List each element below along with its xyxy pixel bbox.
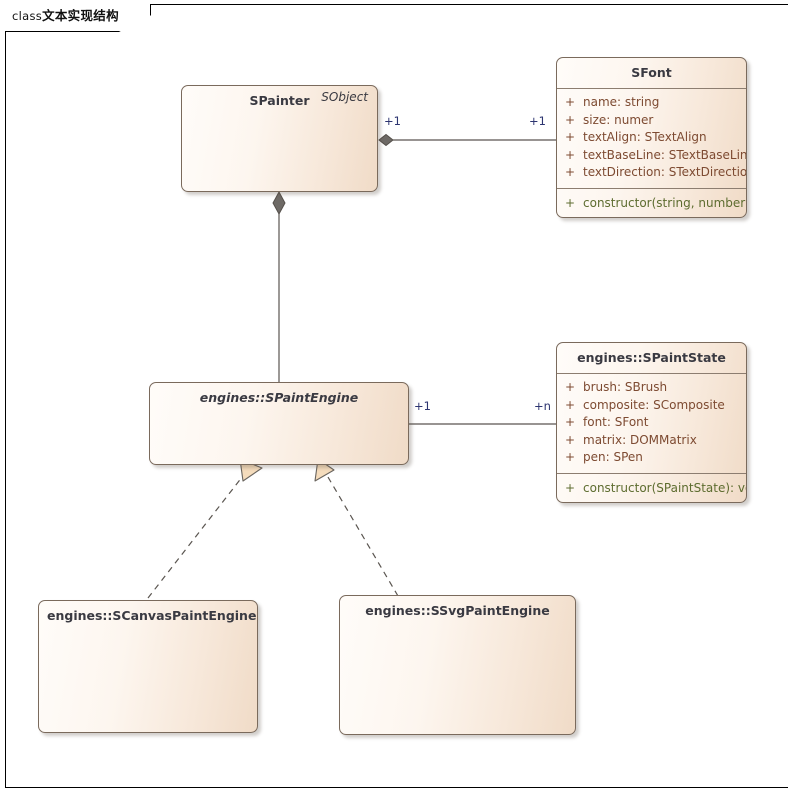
attribute-row: + textAlign: STextAlign: [557, 129, 746, 147]
attribute-label: textDirection: STextDirection: [583, 165, 747, 180]
operation-row: + constructor(SPaintState): void: [557, 479, 746, 499]
class-header-ssvgpaintengine: engines::SSvgPaintEngine: [340, 596, 575, 626]
attribute-label: size: numer: [583, 112, 654, 127]
class-box-sfont[interactable]: SFont + name: string + size: numer + tex…: [556, 57, 747, 218]
attribute-label: brush: SBrush: [583, 380, 668, 394]
multiplicity-painter-font-target: +1: [529, 114, 546, 128]
attribute-label: pen: SPen: [583, 450, 643, 465]
class-name-spainter: SPainter: [249, 93, 310, 108]
attribute-row: + textBaseLine: STextBaseLine: [557, 147, 746, 165]
operation-row: + constructor(string, number): void: [557, 194, 746, 214]
diagram-title: class文本实现结构: [12, 5, 119, 24]
attribute-row: + matrix: DOMMatrix: [557, 432, 746, 450]
class-box-scanvaspaintengine[interactable]: engines::SCanvasPaintEngine: [38, 600, 258, 733]
attribute-row: + pen: SPen: [557, 449, 746, 467]
diagram-title-label: 文本实现结构: [42, 8, 119, 23]
attribute-row: + composite: SComposite: [557, 397, 746, 415]
diagram-frame-title-tab: [5, 4, 151, 32]
visibility-marker: +: [564, 195, 576, 210]
attribute-list-spaintstate: + brush: SBrush + composite: SComposite …: [557, 374, 746, 474]
class-name-sfont: SFont: [631, 65, 672, 80]
class-header-spainter: SObject SPainter: [182, 86, 377, 116]
attribute-label: matrix: DOMMatrix: [583, 432, 697, 447]
class-stereotype-sobject: SObject: [321, 90, 368, 104]
class-box-spaintengine[interactable]: engines::SPaintEngine: [149, 382, 409, 465]
class-box-ssvgpaintengine[interactable]: engines::SSvgPaintEngine: [339, 595, 576, 735]
class-name-scanvaspaintengine: engines::SCanvasPaintEngine: [47, 608, 257, 623]
operation-list-sfont: + constructor(string, number): void: [557, 189, 746, 217]
diagram-title-keyword: class: [12, 9, 43, 23]
visibility-marker: +: [564, 112, 576, 127]
attribute-label: font: SFont: [583, 415, 649, 430]
attribute-row: + size: numer: [557, 112, 746, 130]
class-header-scanvaspaintengine: engines::SCanvasPaintEngine: [39, 601, 257, 631]
multiplicity-painter-font-source: +1: [384, 114, 401, 128]
attribute-row: + textDirection: STextDirection: [557, 164, 746, 182]
attribute-label: name: string: [583, 95, 660, 109]
multiplicity-engine-state-source: +1: [414, 399, 431, 413]
visibility-marker: +: [564, 432, 576, 447]
class-header-sfont: SFont: [557, 58, 746, 89]
visibility-marker: +: [564, 147, 576, 162]
class-name-ssvgpaintengine: engines::SSvgPaintEngine: [365, 603, 550, 618]
diagram-frame: [5, 4, 788, 788]
multiplicity-engine-state-target: +n: [534, 399, 551, 413]
attribute-row: + name: string: [557, 94, 746, 112]
class-header-spaintstate: engines::SPaintState: [557, 343, 746, 374]
operation-label: constructor(string, number): void: [583, 195, 746, 210]
visibility-marker: +: [564, 480, 576, 495]
class-box-spaintstate[interactable]: engines::SPaintState + brush: SBrush + c…: [556, 342, 747, 503]
operation-label: constructor(SPaintState): void: [583, 480, 747, 495]
attribute-label: textAlign: STextAlign: [583, 130, 707, 145]
visibility-marker: +: [564, 415, 576, 430]
operation-list-spaintstate: + constructor(SPaintState): void: [557, 474, 746, 502]
visibility-marker: +: [564, 397, 576, 412]
visibility-marker: +: [564, 165, 576, 180]
attribute-list-sfont: + name: string + size: numer + textAlign…: [557, 89, 746, 189]
visibility-marker: +: [564, 380, 576, 394]
attribute-label: composite: SComposite: [583, 397, 725, 412]
visibility-marker: +: [564, 450, 576, 465]
class-name-spaintstate: engines::SPaintState: [577, 350, 726, 365]
visibility-marker: +: [564, 95, 576, 109]
attribute-label: textBaseLine: STextBaseLine: [583, 147, 747, 162]
attribute-row: + font: SFont: [557, 414, 746, 432]
attribute-row: + brush: SBrush: [557, 379, 746, 397]
visibility-marker: +: [564, 130, 576, 145]
class-box-spainter[interactable]: SObject SPainter: [181, 85, 378, 192]
class-name-spaintengine: engines::SPaintEngine: [199, 390, 359, 405]
class-header-spaintengine: engines::SPaintEngine: [150, 383, 408, 413]
